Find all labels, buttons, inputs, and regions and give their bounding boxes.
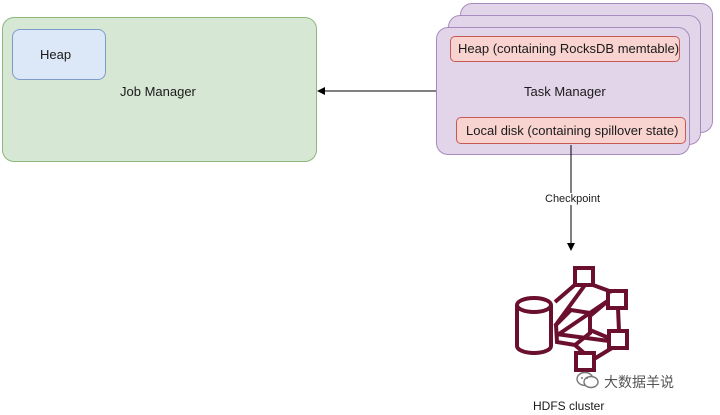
task-manager-local-disk-box xyxy=(456,117,686,144)
job-manager-heap-box xyxy=(12,29,106,80)
job-manager-heap-label: Heap xyxy=(40,47,72,62)
task-manager-label: Task Manager xyxy=(524,84,606,99)
watermark-text: 大数据羊说 xyxy=(604,374,674,390)
checkpoint-label: Checkpoint xyxy=(543,193,603,205)
task-manager-heap-label: Heap (containing RocksDB memtable) xyxy=(458,41,680,56)
task-manager-local-disk-label: Local disk (containing spillover state) xyxy=(466,123,679,138)
hdfs-cluster-icon xyxy=(515,266,629,372)
job-manager-label: Job Manager xyxy=(120,84,196,99)
task-manager-heap-box xyxy=(450,36,680,62)
hdfs-cluster-label: HDFS cluster xyxy=(533,399,605,413)
wechat-icon xyxy=(576,371,599,389)
